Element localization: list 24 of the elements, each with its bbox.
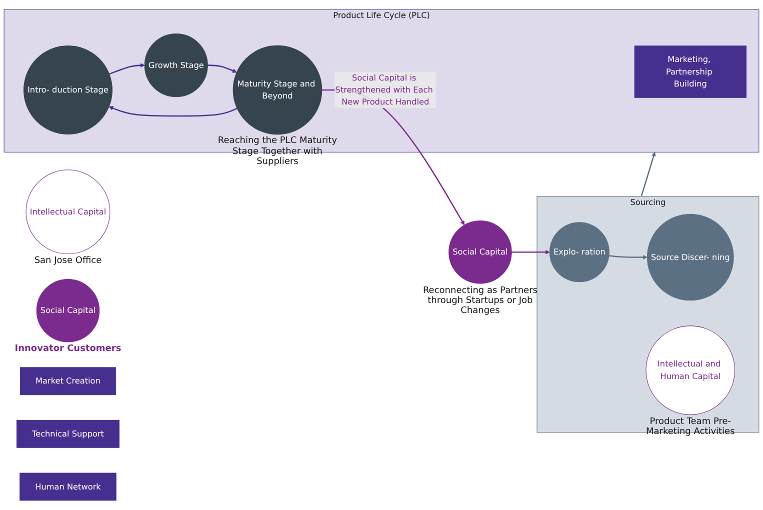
node-caption: Product Team Pre-Marketing Activities	[645, 416, 736, 438]
edge-label: Social Capital is Strengthened with Each New Product Handled	[335, 72, 433, 107]
node-box: Human Network	[20, 472, 116, 501]
node-circle: Intro- duction Stage	[23, 45, 112, 134]
node-circle: Social Capital	[36, 279, 100, 342]
node-caption: San Jose Office	[33, 256, 103, 266]
node-box: Technical Support	[16, 420, 120, 448]
arrow	[512, 250, 550, 254]
node-caption: Reconnecting as Partners through Startups or Job Changes	[422, 286, 538, 317]
node-box: Marketing, Partnership Building	[634, 46, 746, 98]
node-circle: Intellectual Capital	[26, 170, 110, 254]
arrow	[608, 255, 648, 260]
node-circle: Growth Stage	[144, 34, 208, 98]
node-circle: Social Capital	[448, 220, 512, 284]
node-box: Market Creation	[20, 367, 116, 396]
node-circle: Maturity Stage and Beyond	[232, 45, 322, 135]
arrow	[640, 152, 656, 196]
node-circle: Explo- ration	[549, 222, 610, 282]
node-caption: Innovator Customers	[14, 344, 122, 354]
arrow	[108, 106, 238, 117]
node-circle: Source Discer- ning	[646, 214, 734, 301]
node-circle: Intellectual and Human Capital	[646, 326, 736, 415]
arrow	[208, 64, 237, 73]
arrow	[109, 63, 145, 75]
